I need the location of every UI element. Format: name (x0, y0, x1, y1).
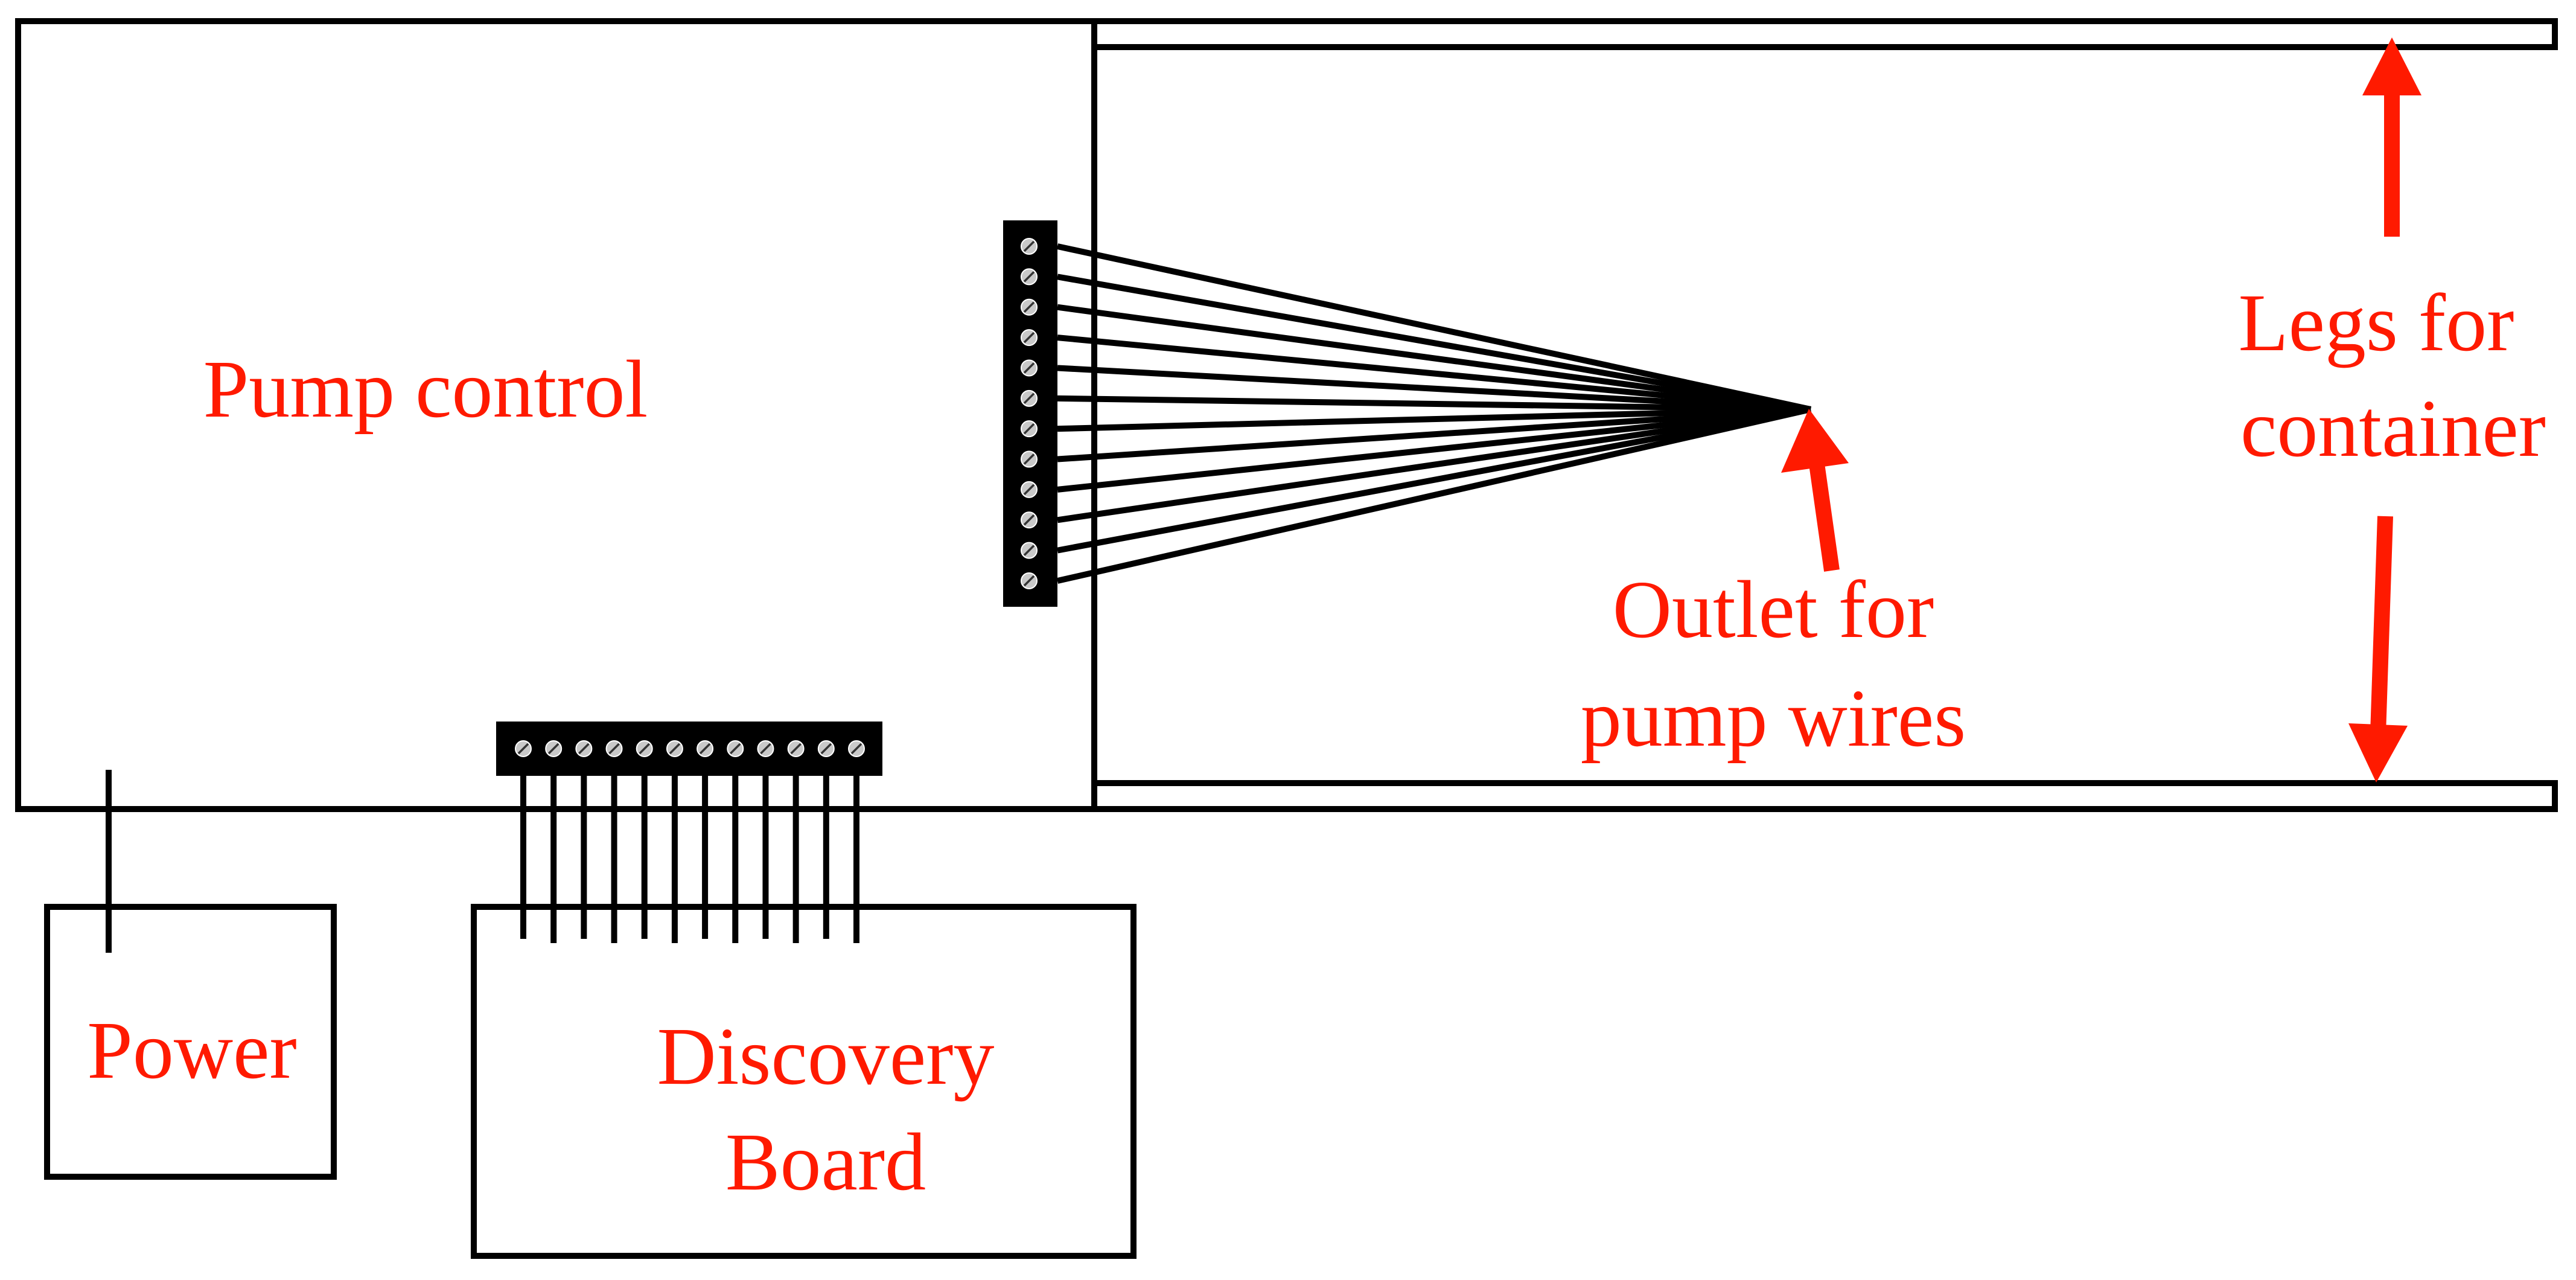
outlet-wire (1056, 406, 1812, 584)
terminal-screw-icon (1021, 450, 1038, 468)
outlet-wire (1057, 406, 1811, 462)
container-leg-top (1091, 18, 2558, 50)
terminal-screw-icon (1021, 481, 1038, 498)
vertical-terminal-screws (1021, 238, 1038, 589)
terminal-screw-icon (1021, 329, 1038, 347)
terminal-screw-icon (757, 740, 774, 757)
terminal-screw-icon (1021, 420, 1038, 438)
outlet-wire (1057, 274, 1811, 412)
outlet-wire (1057, 406, 1811, 554)
legs-label-line2: container (2240, 383, 2546, 474)
container-leg-bottom (1091, 780, 2558, 812)
pump-control-label: Pump control (203, 344, 648, 435)
terminal-screw-icon (1021, 238, 1038, 255)
pump-control-box (15, 18, 1097, 812)
outlet-wire (1057, 406, 1811, 432)
outlet-arrow (1781, 409, 1849, 572)
terminal-screw-icon (1021, 268, 1038, 286)
terminal-screw-icon (545, 740, 563, 757)
terminal-screw-icon (848, 740, 865, 757)
outlet-label-line1: Outlet for (1613, 565, 1934, 655)
terminal-screw-icon (727, 740, 744, 757)
legs-label-line1: Legs for (2239, 278, 2514, 368)
outlet-wire (1057, 365, 1811, 412)
outlet-wire (1057, 304, 1811, 412)
terminal-screw-icon (1021, 298, 1038, 316)
terminal-screw-icon (1021, 359, 1038, 377)
discovery-board-wire-bundle (520, 776, 859, 943)
terminal-screw-icon (636, 740, 653, 757)
legs-arrow-down (2348, 516, 2408, 782)
outlet-label-line2: pump wires (1581, 673, 1966, 764)
terminal-screw-icon (1021, 542, 1038, 559)
legs-arrow-up (2362, 37, 2421, 237)
terminal-screw-icon (817, 740, 835, 757)
power-label: Power (87, 1005, 297, 1096)
discovery-board-box (471, 904, 1137, 1259)
terminal-screw-icon (1021, 389, 1038, 407)
discovery-board-label-line2: Board (725, 1117, 926, 1208)
discovery-board-label-line1: Discovery (657, 1011, 995, 1102)
terminal-screw-icon (605, 740, 623, 757)
terminal-screw-icon (1021, 511, 1038, 529)
outlet-wire (1057, 406, 1811, 523)
terminal-screw-icon (1021, 572, 1038, 589)
horizontal-terminal-screws (515, 740, 865, 757)
outlet-wire (1057, 406, 1811, 493)
outlet-wire-bundle (1056, 243, 1812, 584)
power-box (44, 904, 337, 1180)
outlet-wire (1056, 243, 1812, 412)
terminal-screw-icon (666, 740, 683, 757)
terminal-screw-icon (515, 740, 532, 757)
terminal-screw-icon (787, 740, 805, 757)
terminal-screw-icon (575, 740, 593, 757)
outlet-wire (1057, 395, 1811, 412)
outlet-wire (1057, 334, 1811, 412)
terminal-screw-icon (697, 740, 714, 757)
